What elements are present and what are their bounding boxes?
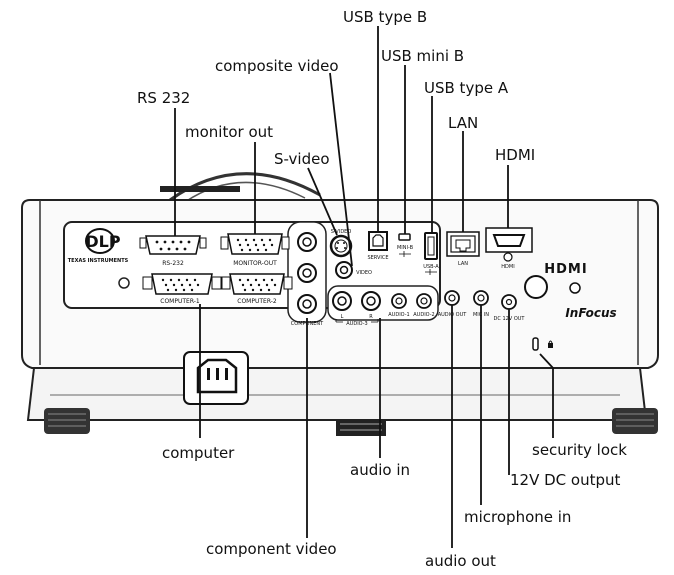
monitor-out-port: MONITOR-OUT	[220, 233, 290, 267]
computer-2-text: COMPUTER-2	[237, 298, 277, 305]
lan-port: LAN	[446, 231, 480, 267]
label-dc-output: 12V DC output	[510, 471, 621, 489]
label-lan: LAN	[448, 114, 479, 132]
rs232-text: RS-232	[162, 260, 184, 267]
power-inlet	[183, 351, 249, 405]
dlp-logo-text: DLP	[85, 232, 120, 251]
s-video-port: S-VIDEO	[329, 229, 353, 258]
video-text: VIDEO	[356, 270, 372, 276]
left-foot	[44, 408, 90, 434]
right-foot	[612, 408, 658, 434]
label-s-video: S-video	[274, 150, 330, 168]
dlp-logo: DLP TEXAS INSTRUMENTS	[68, 228, 129, 264]
rs232-port: RS-232	[139, 235, 207, 267]
audio-r-text: R	[369, 314, 373, 320]
brand-logo: InFocus	[565, 306, 616, 320]
screw-left	[118, 277, 130, 289]
lan-text: LAN	[458, 261, 468, 267]
screw-right	[569, 282, 581, 294]
center-foot	[336, 420, 386, 436]
label-security-lock: security lock	[532, 441, 627, 459]
security-lock-slot	[532, 337, 553, 351]
projector-handle-inner	[184, 181, 306, 203]
ir-sensor	[524, 275, 548, 299]
label-computer: computer	[162, 444, 235, 462]
composite-video-port: VIDEO	[335, 261, 372, 279]
leader-s-video	[307, 167, 338, 236]
usb-type-b-port: SERVICE	[367, 231, 389, 261]
hdmi-logo: HDMI	[544, 262, 587, 277]
label-microphone-in: microphone in	[464, 508, 572, 526]
audio-3-text: AUDIO-3	[346, 321, 367, 327]
computer-1-port: COMPUTER-1	[142, 273, 222, 305]
mini-b-text: MINI-B	[397, 245, 414, 251]
audio-in-jacks: L R AUDIO-1 AUDIO-2 AUDIO-3	[332, 291, 435, 327]
label-usb-type-a: USB type A	[424, 79, 509, 97]
usb-mini-b-port: MINI-B	[397, 233, 414, 257]
hdmi-port: HDMI	[485, 227, 533, 270]
leader-composite-video	[329, 72, 353, 267]
label-usb-type-b: USB type B	[343, 8, 428, 26]
computer-1-text: COMPUTER-1	[160, 298, 200, 305]
label-composite-video: composite video	[215, 57, 339, 75]
label-rs232: RS 232	[137, 89, 191, 107]
body-sides	[39, 200, 639, 365]
hdmi-text: HDMI	[501, 264, 514, 270]
service-text: SERVICE	[367, 255, 388, 261]
label-usb-mini-b: USB mini B	[381, 47, 465, 65]
label-monitor-out: monitor out	[185, 123, 274, 141]
audio-panel	[327, 285, 439, 321]
label-component-video: component video	[206, 540, 337, 558]
leader-security-lock-a	[539, 353, 554, 369]
computer-2-port: COMPUTER-2	[221, 273, 293, 305]
usb-a-text: USB-A	[423, 264, 439, 270]
monitor-out-text: MONITOR-OUT	[233, 260, 277, 267]
audio-1-text: AUDIO-1	[388, 312, 409, 318]
label-audio-out: audio out	[425, 552, 496, 570]
usb-type-a-port: USB-A	[423, 232, 439, 275]
label-hdmi: HDMI	[495, 146, 536, 164]
ti-text: TEXAS INSTRUMENTS	[68, 258, 129, 264]
label-audio-in: audio in	[350, 461, 411, 479]
audio-2-text: AUDIO-2	[413, 312, 434, 318]
audio-l-text: L	[341, 314, 344, 320]
leader-lines	[174, 26, 554, 548]
top-vent	[160, 186, 240, 192]
s-video-text: S-VIDEO	[331, 229, 352, 235]
